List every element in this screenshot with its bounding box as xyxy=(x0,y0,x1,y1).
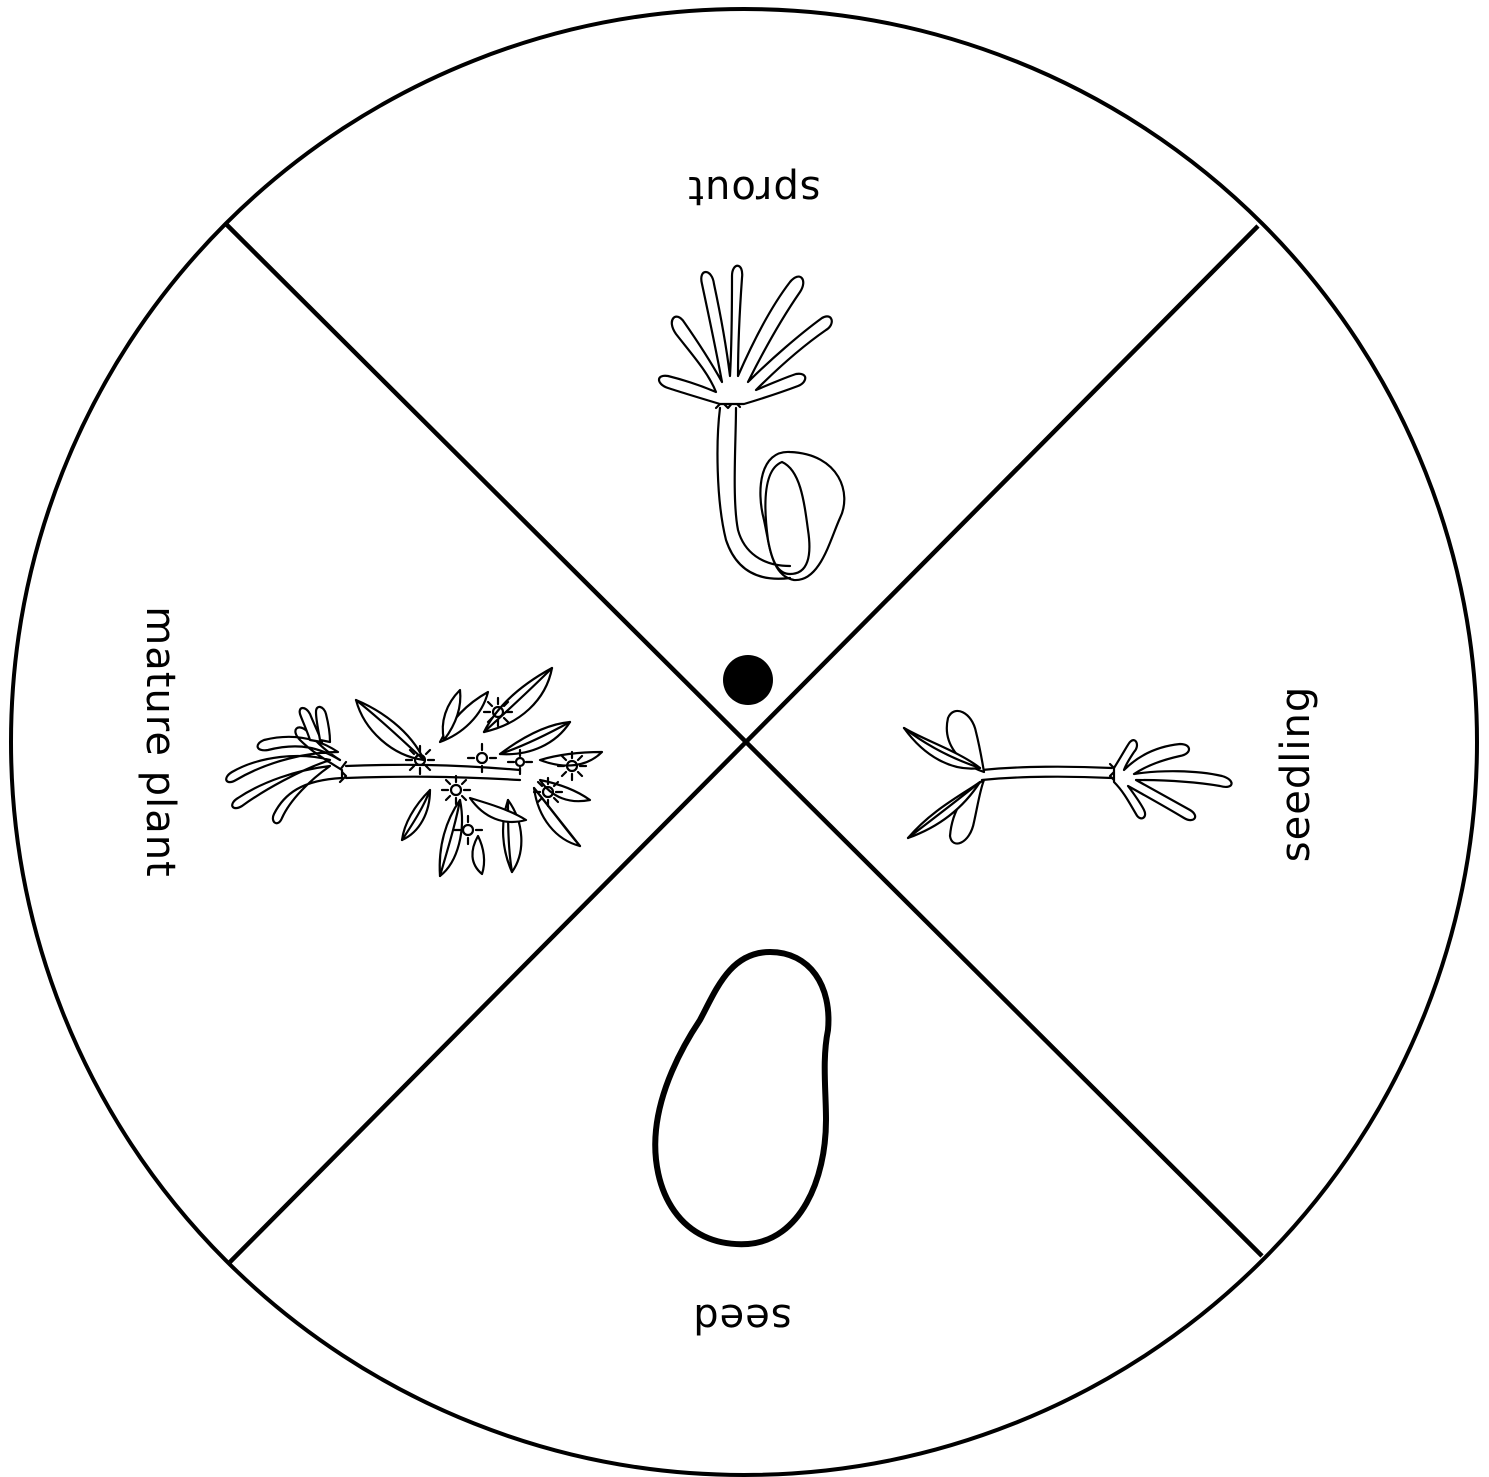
stage-label-sprout: sprout xyxy=(687,167,820,213)
stage-label-mature-plant: mature plant xyxy=(137,606,183,877)
center-hole-icon xyxy=(723,655,773,705)
stage-label-seedling: seedling xyxy=(1273,686,1319,862)
stage-label-seed: seed xyxy=(692,1295,791,1341)
